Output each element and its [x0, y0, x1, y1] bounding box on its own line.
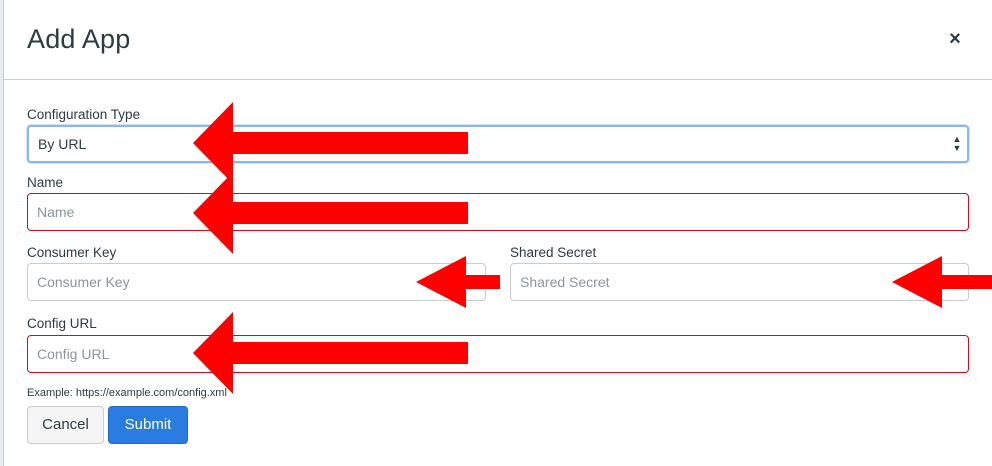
dialog-header: Add App ×	[4, 0, 992, 80]
add-app-dialog: Add App × Configuration Type By URL ▲ ▼ …	[3, 0, 992, 466]
name-placeholder: Name	[37, 204, 75, 220]
cancel-button[interactable]: Cancel	[27, 406, 104, 444]
consumer-key-label: Consumer Key	[27, 245, 117, 260]
config-url-hint: Example: https://example.com/config.xml	[27, 387, 227, 399]
name-input[interactable]: Name	[27, 193, 969, 231]
select-arrows-icon: ▲ ▼	[952, 134, 962, 153]
shared-secret-placeholder: Shared Secret	[520, 274, 610, 290]
shared-secret-input[interactable]: Shared Secret	[510, 263, 969, 301]
consumer-key-input[interactable]: Consumer Key	[27, 263, 486, 301]
config-url-placeholder: Config URL	[37, 346, 110, 362]
configuration-type-value: By URL	[38, 136, 87, 152]
configuration-type-label: Configuration Type	[27, 107, 141, 122]
page-backdrop	[0, 0, 3, 466]
shared-secret-label: Shared Secret	[510, 245, 597, 260]
dialog-title: Add App	[27, 24, 131, 54]
name-label: Name	[27, 175, 64, 190]
configuration-type-select[interactable]: By URL ▲ ▼	[27, 125, 969, 163]
config-url-label: Config URL	[27, 316, 97, 331]
consumer-key-placeholder: Consumer Key	[37, 274, 130, 290]
config-url-input[interactable]: Config URL	[27, 335, 969, 373]
close-button[interactable]: ×	[949, 28, 961, 50]
submit-button[interactable]: Submit	[108, 406, 188, 444]
